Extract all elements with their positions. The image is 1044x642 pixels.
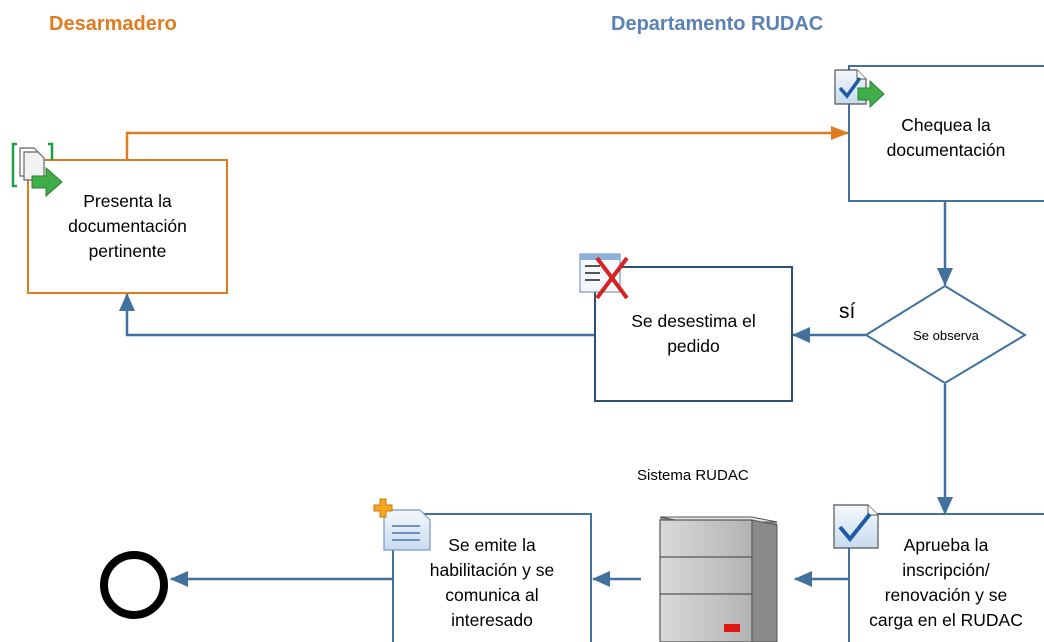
lane-title-rudac: Departamento RUDAC — [611, 13, 824, 35]
flow-presenta-to-chequea — [125, 126, 849, 160]
lane-title-desarmadero: Desarmadero — [49, 13, 177, 35]
document-check-send-icon — [834, 69, 885, 109]
decision-text: Se observa — [913, 327, 979, 343]
end-event-circle[interactable] — [100, 551, 168, 619]
system-label: Sistema RUDAC — [637, 467, 749, 484]
branch-label-si: sí — [839, 300, 856, 323]
task-aprueba-text: Aprueba la inscripción/ renovación y se … — [869, 535, 1023, 630]
flow-desestima-to-presenta — [119, 293, 595, 337]
task-presenta-label: Presenta la documentación pertinente — [30, 162, 225, 291]
task-emite-box[interactable] — [392, 513, 592, 642]
task-emite-text: Se emite la habilitación y se comunica a… — [429, 535, 555, 630]
task-desestima-text: Se desestima el pedido — [631, 311, 756, 356]
decision-se-observa[interactable] — [864, 284, 1027, 385]
task-aprueba-label: Aprueba la inscripción/ renovación y se … — [851, 527, 1041, 639]
document-add-icon — [373, 498, 431, 551]
task-presenta-text: Presenta la documentación pertinente — [68, 191, 187, 261]
decision-label: Se observa — [886, 322, 1006, 348]
task-chequea-label: Chequea la documentación — [851, 95, 1041, 180]
task-emite-label: Se emite la habilitación y se comunica a… — [395, 527, 589, 639]
server-icon — [659, 516, 778, 642]
task-chequea-box[interactable] — [848, 65, 1044, 202]
task-desestima-box[interactable] — [594, 266, 793, 402]
task-chequea-text: Chequea la documentación — [886, 114, 1006, 160]
list-cancel-icon — [579, 253, 629, 300]
document-send-icon — [11, 142, 63, 198]
document-check-icon — [833, 504, 879, 549]
task-desestima-label: Se desestima el pedido — [597, 269, 790, 399]
